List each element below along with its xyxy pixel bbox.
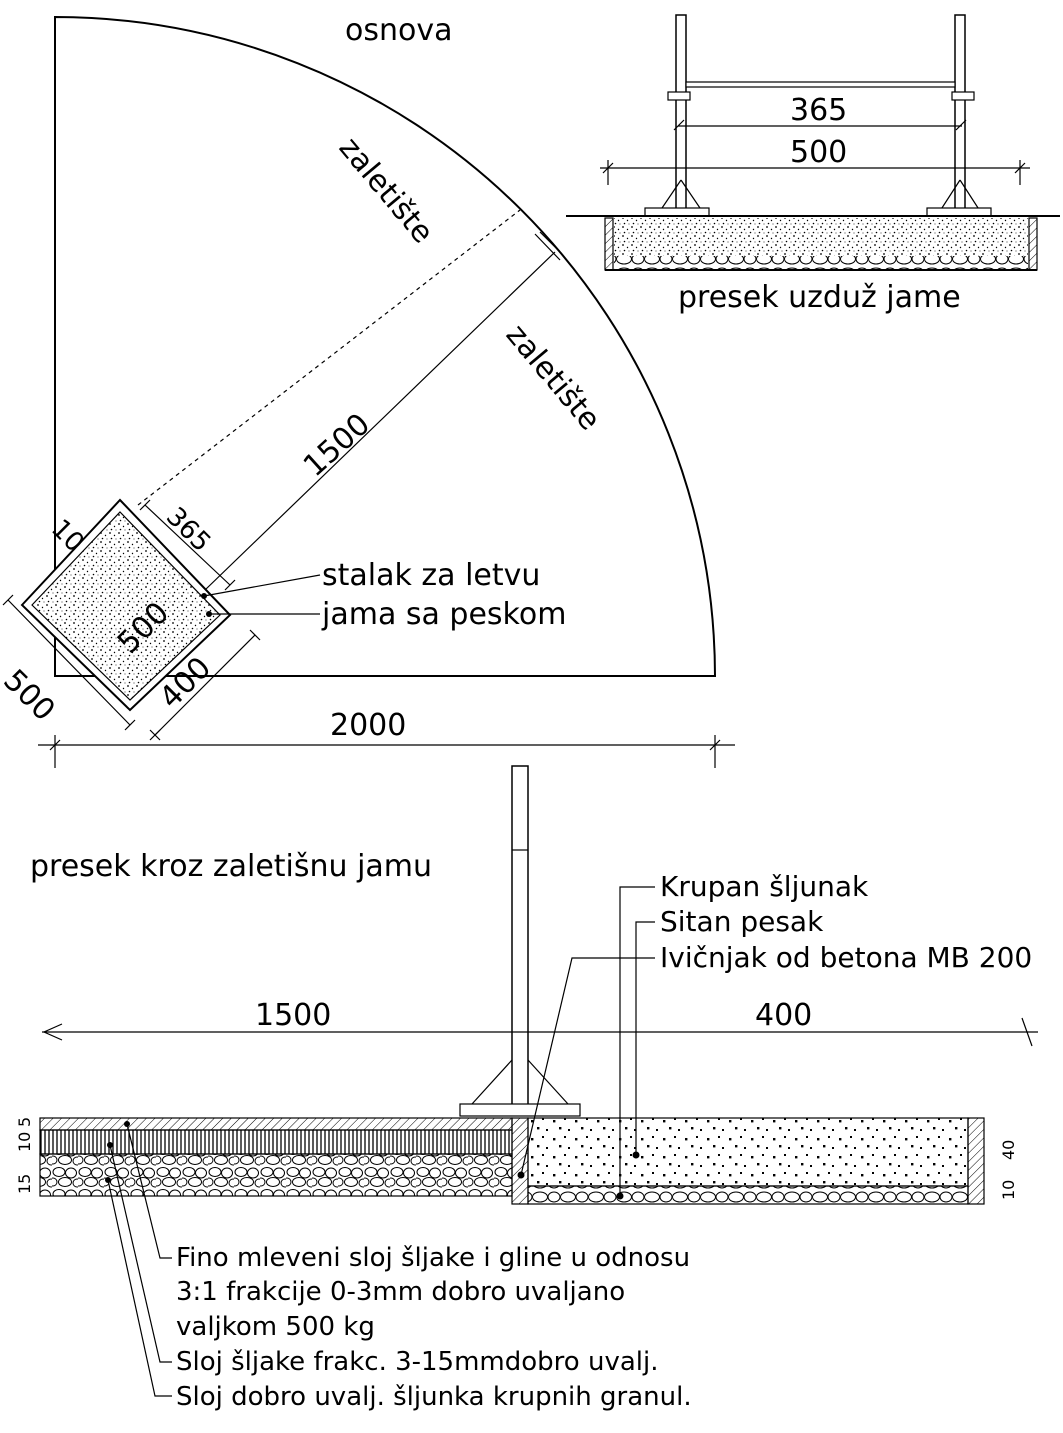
dim-500-line bbox=[7, 599, 131, 726]
long-section-title: presek uzduž jame bbox=[678, 280, 961, 315]
longitudinal-section: 365 500 presek uzduž jame bbox=[566, 14, 1060, 315]
dim-2000-tick-mid bbox=[149, 729, 161, 741]
sand-pit-sand bbox=[31, 511, 221, 701]
right-base bbox=[926, 207, 992, 217]
sand-leader bbox=[635, 921, 655, 1155]
cross-dim-tick-right bbox=[1021, 1017, 1033, 1047]
dim-365-section-tick-a bbox=[673, 119, 685, 131]
left-brace-b bbox=[680, 179, 703, 212]
runway-tick-2 bbox=[539, 231, 563, 255]
note2-leader bbox=[109, 1144, 172, 1363]
curb-leader bbox=[520, 957, 655, 1176]
pit-gravel-layer bbox=[614, 256, 1028, 270]
dim-500-tick-a bbox=[2, 594, 14, 606]
curb bbox=[511, 1117, 529, 1205]
gravel-point bbox=[616, 1192, 624, 1200]
gravel-leader bbox=[619, 886, 655, 1196]
note-1-line-3: valjkom 500 kg bbox=[176, 1312, 375, 1342]
cross-brace-a bbox=[471, 1059, 513, 1105]
sand-pit bbox=[20, 498, 232, 712]
cross-pit-dimension: 400 bbox=[755, 998, 812, 1033]
pit-right-wall bbox=[1028, 217, 1038, 271]
cross-pit-gravel bbox=[527, 1185, 969, 1205]
dim-2000-tick-a bbox=[49, 739, 61, 751]
section-outer-dimension: 500 bbox=[790, 135, 847, 170]
runway-tick bbox=[534, 233, 561, 261]
left-post bbox=[675, 14, 687, 212]
cross-section: presek kroz zaletišnu jamu 1500 400 Krup… bbox=[15, 765, 1038, 1412]
cross-dim-arrow bbox=[42, 1023, 63, 1041]
right-layer-2: 10 bbox=[999, 1180, 1018, 1200]
right-brace-b bbox=[959, 179, 981, 212]
note3-leader bbox=[107, 1179, 172, 1397]
cross-post bbox=[511, 765, 529, 1107]
cross-pit-right-curb bbox=[967, 1117, 985, 1205]
stand-leader bbox=[203, 574, 321, 597]
left-layer-2: 10 bbox=[15, 1132, 34, 1152]
dim-2000-tick-b bbox=[709, 739, 721, 751]
runway-dashed-line bbox=[137, 209, 521, 506]
runway-label-lower: zaletište bbox=[499, 318, 607, 438]
plan-title: osnova bbox=[345, 13, 453, 48]
note1-leader bbox=[126, 1123, 172, 1259]
cross-base bbox=[459, 1103, 581, 1117]
runway-top-layer bbox=[39, 1117, 513, 1131]
right-post bbox=[954, 14, 966, 212]
cross-brace-b bbox=[527, 1059, 569, 1105]
runway-centerline bbox=[204, 251, 556, 591]
dim-365-tick-a bbox=[139, 499, 151, 511]
curb-point bbox=[517, 1171, 525, 1179]
sand-point bbox=[632, 1151, 640, 1159]
section-inner-dimension: 365 bbox=[790, 93, 847, 128]
left-layer-1: 5 bbox=[15, 1117, 34, 1127]
dim-400-tick-b bbox=[249, 629, 261, 641]
note-2: Sloj šljake frakc. 3-15mmdobro uvalj. bbox=[176, 1347, 658, 1377]
right-layer-1: 40 bbox=[999, 1140, 1018, 1160]
right-brace-a bbox=[939, 179, 961, 212]
crossbar bbox=[685, 81, 956, 88]
dim-365-tick-b bbox=[224, 579, 236, 591]
gravel-callout: Krupan šljunak bbox=[660, 870, 869, 903]
pit-outer-dimension: 500 bbox=[0, 663, 62, 728]
sand-callout: Sitan pesak bbox=[660, 905, 824, 938]
dim-400-line bbox=[154, 634, 256, 736]
runway-gravel-layer bbox=[39, 1153, 513, 1197]
dim-365-line bbox=[144, 504, 231, 586]
runway-quarter-circle bbox=[54, 15, 717, 677]
note-1-line-2: 3:1 frakcije 0-3mm dobro uvaljano bbox=[176, 1277, 625, 1307]
runway-length-dimension: 1500 bbox=[297, 407, 377, 484]
left-base bbox=[644, 207, 710, 217]
plan-view: osnova zaletište zaletište 1500 365 10 5… bbox=[0, 13, 735, 768]
left-layer-3: 15 bbox=[15, 1174, 34, 1194]
right-clamp bbox=[951, 91, 975, 101]
dim-365-section-tick-b bbox=[955, 119, 967, 131]
cross-pit-sand bbox=[527, 1117, 969, 1187]
dim-500-section-tick-a bbox=[602, 162, 614, 174]
runway-slag-layer bbox=[39, 1129, 513, 1155]
pit-callout: jama sa peskom bbox=[321, 597, 566, 632]
note-3: Sloj dobro uvalj. šljunka krupnih granul… bbox=[176, 1382, 692, 1412]
cross-section-title: presek kroz zaletišnu jamu bbox=[30, 849, 432, 884]
dim-500-section-tick-b bbox=[1014, 162, 1026, 174]
left-brace-a bbox=[659, 179, 682, 212]
curb-callout: Ivičnjak od betona MB 200 bbox=[660, 941, 1032, 974]
pit-left-wall bbox=[604, 217, 614, 271]
runway-label-upper: zaletište bbox=[332, 131, 440, 251]
note-1-line-1: Fino mleveni sloj šljake i gline u odnos… bbox=[176, 1243, 690, 1273]
stand-callout: stalak za letvu bbox=[322, 558, 540, 593]
pit-sand-layer bbox=[614, 218, 1028, 256]
cross-runway-dimension: 1500 bbox=[255, 998, 331, 1033]
left-clamp bbox=[667, 91, 691, 101]
dim-500-tick-b bbox=[124, 719, 136, 731]
total-dimension: 2000 bbox=[330, 708, 406, 743]
